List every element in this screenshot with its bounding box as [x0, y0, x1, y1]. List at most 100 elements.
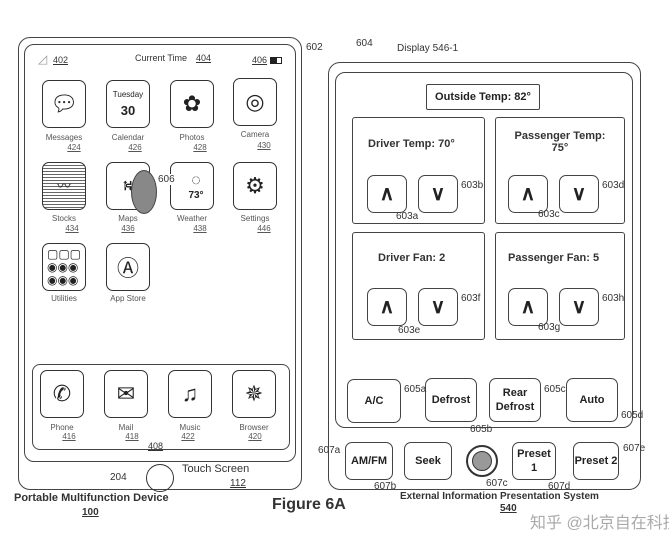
- passenger-temp-title: Passenger Temp: 75°: [514, 130, 606, 154]
- label-camera: Camera: [240, 130, 270, 139]
- volume-knob[interactable]: [466, 445, 498, 477]
- label-mail: Mail: [118, 423, 134, 432]
- outside-temp: Outside Temp: 82°: [426, 84, 540, 110]
- driver-temp-up[interactable]: ∧: [367, 175, 407, 213]
- left-caption-ref: 100: [82, 507, 99, 518]
- ref-605c: 605c: [544, 384, 566, 395]
- label-settings: Settings: [240, 214, 270, 223]
- touch-screen-label: Touch Screen: [182, 463, 250, 475]
- device-ref: 602: [306, 42, 323, 53]
- passenger-fan-up[interactable]: ∧: [508, 288, 548, 326]
- calendar-date: 30: [120, 103, 136, 118]
- app-calendar[interactable]: Tuesday 30: [106, 80, 150, 128]
- ref-maps: 436: [121, 224, 135, 233]
- dock-mail[interactable]: ✉: [104, 370, 148, 418]
- ac-button[interactable]: A/C: [347, 379, 401, 423]
- ref-607a: 607a: [318, 445, 341, 456]
- ref-calendar: 426: [128, 143, 142, 152]
- ref-browser: 420: [248, 432, 262, 441]
- preset-2-button[interactable]: Preset 2: [573, 442, 619, 480]
- app-utilities[interactable]: ▢▢▢◉◉◉◉◉◉: [42, 243, 86, 291]
- ref-messages: 424: [67, 143, 81, 152]
- passenger-fan-down[interactable]: ∨: [559, 288, 599, 326]
- label-photos: Photos: [179, 133, 205, 142]
- ref-607d: 607d: [548, 481, 571, 492]
- ref-stocks: 434: [65, 224, 79, 233]
- touch-contact: [131, 170, 157, 214]
- ref-603d: 603d: [602, 180, 625, 191]
- driver-fan-up[interactable]: ∧: [367, 288, 407, 326]
- passenger-temp-down[interactable]: ∨: [559, 175, 599, 213]
- ref-603c: 603c: [538, 209, 560, 220]
- dock-browser[interactable]: ✵: [232, 370, 276, 418]
- ref-settings: 446: [257, 224, 271, 233]
- label-phone: Phone: [50, 423, 74, 432]
- dock-phone[interactable]: ✆: [40, 370, 84, 418]
- touch-screen-ref: 112: [230, 478, 246, 489]
- app-weather[interactable]: ◌73°: [170, 162, 214, 210]
- right-device-ref: 604: [356, 38, 373, 49]
- calendar-day: Tuesday: [112, 90, 144, 99]
- app-photos[interactable]: ✿: [170, 80, 214, 128]
- right-caption-ref: 540: [500, 503, 517, 514]
- phone-icon: ✆: [52, 381, 72, 406]
- signal-icon: ◿: [38, 52, 48, 66]
- rear-defrost-button[interactable]: Rear Defrost: [489, 378, 541, 422]
- envelope-icon: ✉: [116, 381, 136, 406]
- weather-temp: 73°: [188, 189, 204, 201]
- app-app-store[interactable]: Ⓐ: [106, 243, 150, 291]
- battery-ref: 406: [252, 55, 268, 65]
- ref-603a: 603a: [396, 211, 419, 222]
- display-label: Display 546-1: [397, 43, 459, 54]
- music-note-icon: ♫: [181, 381, 199, 406]
- ref-phone: 416: [62, 432, 76, 441]
- speech-bubble-icon: 💬︎: [50, 91, 78, 116]
- touch-ref: 606: [158, 174, 175, 185]
- left-caption: Portable Multifunction Device: [14, 492, 169, 504]
- grid-icon: ▢▢▢◉◉◉◉◉◉: [46, 246, 81, 287]
- label-utilities: Utilities: [51, 294, 77, 303]
- ref-603b: 603b: [461, 180, 484, 191]
- ref-photos: 428: [193, 143, 207, 152]
- right-caption: External Information Presentation System: [400, 491, 599, 502]
- current-time: Current Time: [135, 53, 188, 63]
- ref-603h: 603h: [602, 293, 625, 304]
- label-stocks: Stocks: [51, 214, 76, 223]
- watermark: 知乎 @北京自在科技: [530, 515, 669, 532]
- driver-fan-down[interactable]: ∨: [418, 288, 458, 326]
- app-messages[interactable]: 💬︎: [42, 80, 86, 128]
- app-settings[interactable]: ⚙: [233, 162, 277, 210]
- label-app-store: App Store: [110, 294, 146, 303]
- lens-icon: ◎: [245, 89, 265, 114]
- time-ref: 404: [196, 53, 212, 63]
- ref-605a: 605a: [404, 384, 427, 395]
- ref-music: 422: [181, 432, 195, 441]
- home-button[interactable]: [146, 464, 174, 492]
- seek-button[interactable]: Seek: [404, 442, 452, 480]
- ref-607c: 607c: [486, 478, 508, 489]
- ref-605d: 605d: [621, 410, 644, 421]
- defrost-button[interactable]: Defrost: [425, 378, 477, 422]
- app-camera[interactable]: ◎: [233, 78, 277, 126]
- dock-ref: 408: [148, 441, 164, 451]
- dock-music[interactable]: ♫: [168, 370, 212, 418]
- ref-603f: 603f: [461, 293, 481, 304]
- ref-mail: 418: [125, 432, 139, 441]
- ref-weather: 438: [193, 224, 207, 233]
- passenger-fan-title: Passenger Fan: 5: [508, 252, 600, 264]
- ref-603e: 603e: [398, 325, 421, 336]
- passenger-temp-up[interactable]: ∧: [508, 175, 548, 213]
- auto-button[interactable]: Auto: [566, 378, 618, 422]
- figure-label: Figure 6A: [272, 496, 346, 513]
- label-weather: Weather: [176, 214, 208, 223]
- label-browser: Browser: [239, 423, 269, 432]
- am-fm-button[interactable]: AM/FM: [345, 442, 393, 480]
- driver-fan-title: Driver Fan: 2: [378, 252, 446, 264]
- compass-icon: ✵: [244, 381, 264, 406]
- preset-1-button[interactable]: Preset 1: [512, 442, 556, 480]
- map-icon: ⛕: [122, 176, 134, 193]
- driver-temp-down[interactable]: ∨: [418, 175, 458, 213]
- stock-chart-icon: 〰: [57, 178, 71, 194]
- ref-605b: 605b: [470, 424, 493, 435]
- app-stocks[interactable]: 〰: [42, 162, 86, 210]
